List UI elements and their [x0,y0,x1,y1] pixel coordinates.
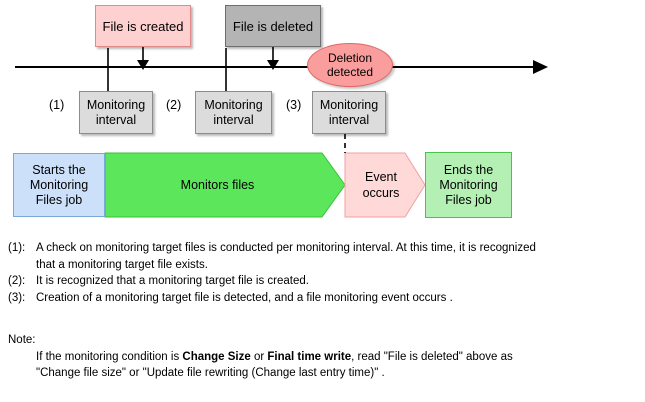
monitoring-interval-box-2[interactable]: Monitoring interval [195,91,272,134]
monitoring-interval-box-1-line2: interval [95,112,137,127]
flow-block-ends-job[interactable]: Ends the Monitoring Files job [425,152,512,218]
flow-block-starts-job[interactable]: Starts the Monitoring Files job [13,153,105,217]
monitoring-interval-box-2-line2: interval [213,112,254,127]
flow-event-occurs-line2: occurs [362,186,400,200]
interval-marker-1: (1) [49,98,65,112]
flow-event-occurs-line1: Event [365,170,397,184]
file-created-arrowhead [137,60,149,70]
note-block-line-1: If the monitoring condition is Change Si… [36,349,640,366]
footnote-list: (1): A check on monitoring target files … [8,240,640,306]
note-block-condition-final-time-write: Final time write [267,350,352,363]
flow-block-monitors-files[interactable]: Monitors files [105,153,330,217]
footnote-text-1: A check on monitoring target files is co… [36,242,536,254]
note-block-line-1-part3: , read "File is deleted" above as [351,350,513,363]
note-block-line-1-part2: or [250,350,268,363]
event-box-file-deleted-label: File is deleted [232,18,314,34]
event-occurs-chevron [344,152,426,218]
flow-ends-job-line3: Files job [445,192,492,207]
flow-starts-job-line1: Starts the [32,162,86,177]
monitoring-interval-box-3-line2: interval [328,112,370,127]
note-block-body: If the monitoring condition is Change Si… [36,349,640,382]
event-box-file-created[interactable]: File is created [95,5,191,47]
monitoring-interval-box-3-line1: Monitoring [319,97,379,112]
footnote-text-2: It is recognized that a monitoring targe… [36,275,309,287]
note-block: Note: If the monitoring condition is Cha… [8,332,640,382]
flow-starts-job-line2: Monitoring [29,177,89,192]
event-box-file-deleted[interactable]: File is deleted [225,5,321,47]
deletion-detected-line1: Deletion [327,51,373,65]
flow-starts-job-line3: Files job [35,192,83,207]
note-block-heading: Note: [8,334,36,346]
note-block-line-1-part1: If the monitoring condition is [36,350,183,363]
deletion-detected-ellipse[interactable]: Deletion detected [307,43,393,87]
flow-ends-job-line1: Ends the [443,162,494,177]
interval-marker-3: (3) [286,98,302,112]
time-axis-arrowhead [533,60,548,74]
footnote-text-3: Creation of a monitoring target file is … [36,291,453,304]
event-box-file-created-label: File is created [102,18,184,34]
footnote-marker-3: (3): [8,291,26,304]
footnote-marker-2: (2): [8,275,26,287]
footnote-text-1-cont: that a monitoring target file exists. [36,258,208,271]
flow-block-event-occurs[interactable]: Event occurs [345,153,417,217]
flow-ends-job-line2: Monitoring [439,177,498,192]
monitoring-interval-box-1-line1: Monitoring [86,97,146,112]
footnote-marker-1: (1): [8,242,26,254]
note-block-line-2: "Change file size" or "Update file rewri… [36,367,385,379]
file-deleted-arrowhead [267,60,279,70]
monitoring-interval-box-3[interactable]: Monitoring interval [312,91,386,134]
footnote-item-2: (2): It is recognized that a monitoring … [8,273,640,290]
monitors-files-chevron [104,152,346,218]
flow-monitors-files-label-text: Monitors files [180,178,255,192]
deletion-detected-line2: detected [326,65,374,79]
interval-marker-2: (2) [166,98,182,112]
monitoring-interval-box-1[interactable]: Monitoring interval [79,91,153,134]
note-block-condition-change-size: Change Size [182,350,251,363]
footnote-item-3: (3): Creation of a monitoring target fil… [8,290,640,307]
monitoring-interval-box-2-line1: Monitoring [204,97,263,112]
footnote-item-1: (1): A check on monitoring target files … [8,240,640,257]
